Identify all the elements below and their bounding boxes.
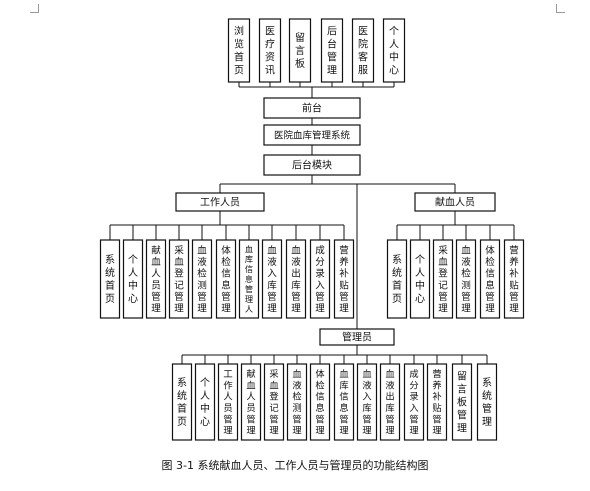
front-page-item: 浏览首页 bbox=[227, 18, 251, 83]
staff-item-label: 血液出库管理 bbox=[291, 244, 301, 314]
donor-item: 系统首页 bbox=[386, 239, 408, 319]
admin-role-label: 管理员 bbox=[342, 331, 372, 344]
donor-role: 献血人员 bbox=[414, 192, 496, 212]
admin-item: 采血登记管理 bbox=[263, 363, 285, 441]
admin-item-label: 血液检测管理 bbox=[292, 368, 301, 437]
admin-item-label: 献血人员管理 bbox=[246, 368, 255, 437]
donor-item-label: 体检信息管理 bbox=[485, 244, 495, 314]
donor-item: 采血登记管理 bbox=[432, 239, 454, 319]
admin-item-label: 成分录入管理 bbox=[409, 368, 418, 437]
admin-item: 系统首页 bbox=[171, 363, 193, 441]
system-node: 医院血库管理系统 bbox=[263, 124, 361, 146]
admin-role: 管理员 bbox=[319, 328, 395, 346]
staff-item: 系统首页 bbox=[99, 239, 121, 319]
staff-item: 体检信息管理 bbox=[215, 239, 237, 319]
staff-item: 个人中心 bbox=[122, 239, 144, 319]
admin-item-label: 血液出库管理 bbox=[385, 368, 394, 437]
admin-item: 血库信息管理 bbox=[333, 363, 355, 441]
backend-node-label: 后台模块 bbox=[292, 159, 332, 172]
staff-item: 成分录入管理 bbox=[309, 239, 331, 319]
donor-role-label: 献血人员 bbox=[435, 196, 475, 209]
admin-item-label: 体检信息管理 bbox=[315, 368, 325, 437]
donor-item: 体检信息管理 bbox=[479, 239, 501, 319]
staff-item: 营养补贴管理 bbox=[333, 239, 355, 319]
front-page-item-label: 后台管理 bbox=[327, 26, 337, 77]
admin-item: 血液出库管理 bbox=[379, 363, 401, 441]
staff-item-label: 营养补贴管理 bbox=[339, 244, 349, 314]
donor-item: 血液检测管理 bbox=[455, 239, 477, 319]
staff-role: 工作人员 bbox=[175, 192, 265, 212]
admin-item: 系统管理 bbox=[476, 363, 498, 441]
admin-item-label: 工作人员管理 bbox=[223, 369, 232, 437]
page-corner-mark bbox=[556, 4, 565, 13]
admin-item: 献血人员管理 bbox=[240, 363, 262, 441]
donor-item-label: 采血登记管理 bbox=[438, 245, 448, 314]
admin-item: 血液入库管理 bbox=[356, 363, 378, 441]
staff-item: 采血登记管理 bbox=[168, 239, 190, 319]
staff-item: 血库信息管理人 bbox=[238, 239, 260, 319]
front-node: 前台 bbox=[263, 97, 361, 119]
staff-item-label: 体检信息管理 bbox=[221, 244, 231, 314]
admin-item-label: 个人中心 bbox=[200, 377, 210, 428]
donor-item-label: 营养补贴管理 bbox=[509, 244, 519, 314]
admin-item-label: 血液入库管理 bbox=[362, 368, 371, 437]
staff-item-label: 血库信息管理人 bbox=[245, 244, 253, 314]
donor-item-label: 系统首页 bbox=[392, 254, 402, 305]
staff-item: 血液检测管理 bbox=[191, 239, 213, 319]
staff-item-label: 采血登记管理 bbox=[174, 245, 184, 314]
staff-item-label: 血液入库管理 bbox=[267, 244, 277, 314]
page-corner-mark bbox=[30, 4, 39, 13]
front-node-label: 前台 bbox=[302, 102, 322, 115]
front-page-item: 医院客服 bbox=[351, 18, 375, 83]
front-page-item-label: 医疗资讯 bbox=[265, 26, 275, 77]
donor-item: 个人中心 bbox=[409, 239, 431, 319]
staff-item-label: 血液检测管理 bbox=[197, 244, 207, 314]
admin-item: 血液检测管理 bbox=[286, 363, 308, 441]
staff-item: 献血人员管理 bbox=[145, 239, 167, 319]
staff-item-label: 系统首页 bbox=[105, 254, 115, 305]
admin-item: 体检信息管理 bbox=[309, 363, 331, 441]
admin-item-label: 营养补贴管理 bbox=[432, 368, 441, 437]
staff-item-label: 献血人员管理 bbox=[151, 244, 161, 314]
donor-item-label: 个人中心 bbox=[415, 254, 425, 305]
staff-item-label: 成分录入管理 bbox=[315, 244, 325, 314]
admin-item: 成分录入管理 bbox=[403, 363, 425, 441]
front-page-item-label: 个人中心 bbox=[389, 26, 399, 77]
front-page-item: 留言板 bbox=[288, 18, 312, 83]
admin-item-label: 留言板管理 bbox=[457, 370, 467, 435]
admin-item: 个人中心 bbox=[194, 363, 216, 441]
front-page-item: 后台管理 bbox=[320, 18, 344, 83]
figure-caption: 图 3-1 系统献血人员、工作人员与管理员的功能结构图 bbox=[161, 459, 429, 472]
admin-item: 营养补贴管理 bbox=[426, 363, 448, 441]
staff-item: 血液出库管理 bbox=[285, 239, 307, 319]
front-page-item-label: 医院客服 bbox=[358, 26, 368, 77]
staff-item-label: 个人中心 bbox=[128, 254, 138, 305]
front-page-item: 医疗资讯 bbox=[258, 18, 282, 83]
admin-item-label: 血库信息管理 bbox=[339, 368, 348, 437]
staff-role-label: 工作人员 bbox=[200, 197, 240, 209]
front-page-item-label: 浏览首页 bbox=[234, 25, 244, 77]
admin-item: 留言板管理 bbox=[451, 363, 473, 441]
admin-item-label: 系统首页 bbox=[177, 377, 187, 428]
backend-node: 后台模块 bbox=[263, 154, 361, 176]
staff-item: 血液入库管理 bbox=[261, 239, 283, 319]
admin-item-label: 系统管理 bbox=[482, 377, 492, 428]
donor-item-label: 血液检测管理 bbox=[461, 244, 471, 314]
front-page-item: 个人中心 bbox=[382, 18, 406, 83]
admin-item-label: 采血登记管理 bbox=[269, 369, 279, 437]
front-page-item-label: 留言板 bbox=[295, 31, 305, 70]
admin-item: 工作人员管理 bbox=[217, 363, 239, 441]
system-node-label: 医院血库管理系统 bbox=[274, 129, 351, 141]
donor-item: 营养补贴管理 bbox=[503, 239, 525, 319]
